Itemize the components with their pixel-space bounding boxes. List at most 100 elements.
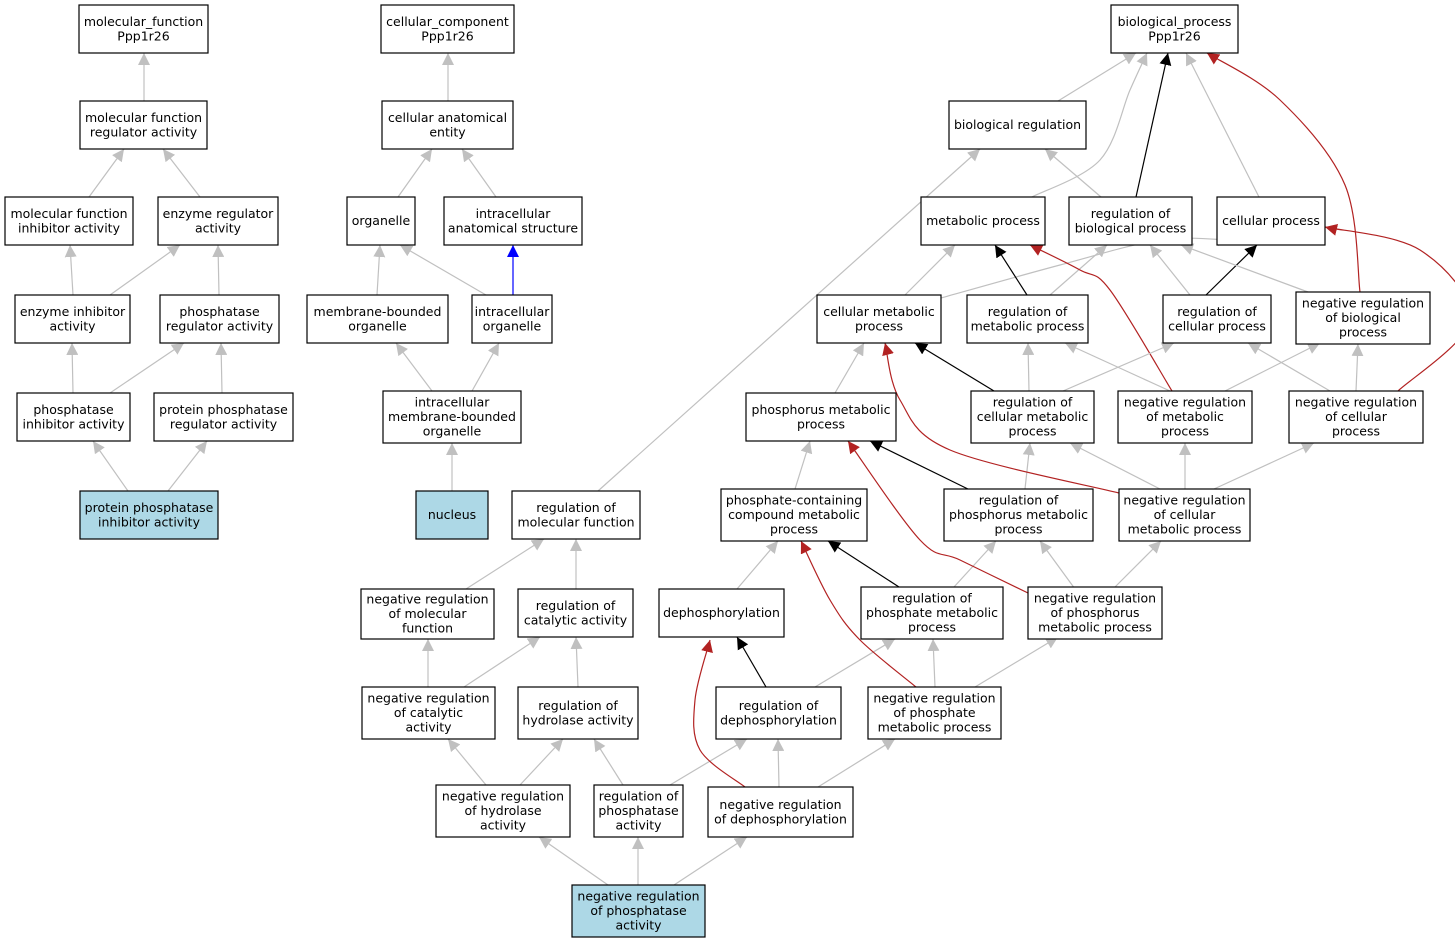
term-box[interactable] [1068,196,1193,246]
term-box[interactable] [4,196,134,246]
term-box[interactable] [1110,4,1239,54]
term-box[interactable] [153,392,294,442]
term-box[interactable] [78,4,209,54]
term-box[interactable] [14,294,131,344]
term-box[interactable] [745,392,897,442]
term-box[interactable] [867,686,1002,740]
term-box[interactable] [79,490,219,540]
term-box[interactable] [1027,586,1163,640]
term-node-mp[interactable]: metabolic process [920,196,1046,246]
term-box[interactable] [966,294,1089,344]
term-box[interactable] [1118,488,1251,542]
term-box[interactable] [443,196,583,246]
term-box[interactable] [948,100,1087,150]
term-box[interactable] [435,784,571,838]
term-box[interactable] [157,196,279,246]
term-box[interactable] [517,588,634,638]
term-box[interactable] [360,588,495,640]
term-box[interactable] [707,786,854,838]
term-box[interactable] [511,490,641,540]
term-box[interactable] [159,294,280,344]
term-box[interactable] [860,586,1004,640]
term-box[interactable] [415,490,489,540]
term-box[interactable] [816,294,942,344]
term-box[interactable] [571,884,706,938]
term-box[interactable] [1162,294,1272,344]
edge-rphmp-to-rpmp [953,540,997,588]
edge-nrmp-to-mp [1029,244,1173,392]
term-node-breg[interactable]: biological regulation [948,100,1087,150]
term-box[interactable] [943,488,1094,542]
edge-line [461,148,497,198]
term-box[interactable] [382,390,522,444]
term-node-org[interactable]: organelle [346,196,416,246]
term-box[interactable] [720,488,868,542]
term-box[interactable] [361,686,496,740]
term-box[interactable] [380,4,515,54]
edge-line [1213,442,1315,490]
term-node-nuc[interactable]: nucleus [415,490,489,540]
term-box[interactable] [1117,390,1253,444]
term-box[interactable] [920,196,1046,246]
term-node-deph[interactable]: dephosphorylation [658,588,785,638]
term-box[interactable] [1295,291,1431,345]
term-box[interactable] [1216,196,1326,246]
term-box[interactable] [715,686,842,740]
term-box[interactable] [79,100,208,150]
term-box[interactable] [346,196,416,246]
term-label-line: process [994,522,1042,537]
term-box[interactable] [16,392,131,442]
term-box[interactable] [381,100,514,150]
term-box[interactable] [471,294,553,344]
term-box[interactable] [517,686,639,740]
term-box[interactable] [306,294,449,344]
term-label-line: intracellular [476,206,552,221]
term-box[interactable] [593,784,684,838]
term-box[interactable] [658,588,785,638]
term-box[interactable] [1288,390,1424,444]
term-box[interactable] [970,390,1095,444]
term-node-cp[interactable]: cellular process [1216,196,1326,246]
